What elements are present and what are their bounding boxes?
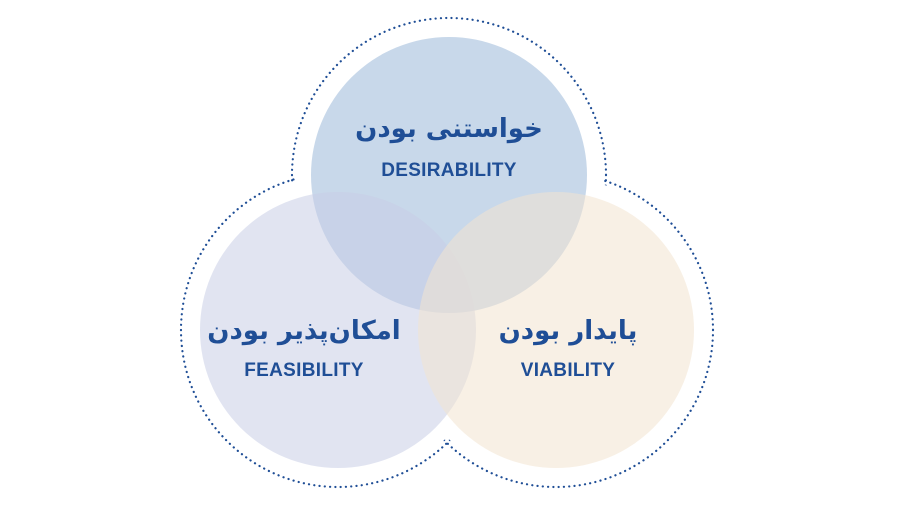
outline-arc-desirability: [290, 16, 608, 334]
circle-viability: [418, 192, 694, 468]
viability-title-en: VIABILITY: [521, 360, 616, 381]
feasibility-title-fa: امکان‌پذیر بودن: [207, 316, 400, 346]
desirability-title-en: DESIRABILITY: [381, 160, 517, 181]
viability-title-fa: پایدار بودن: [499, 316, 638, 346]
circle-feasibility: [200, 192, 476, 468]
feasibility-title-en: FEASIBILITY: [244, 360, 363, 381]
desirability-title-fa: خواستنی بودن: [355, 114, 543, 144]
